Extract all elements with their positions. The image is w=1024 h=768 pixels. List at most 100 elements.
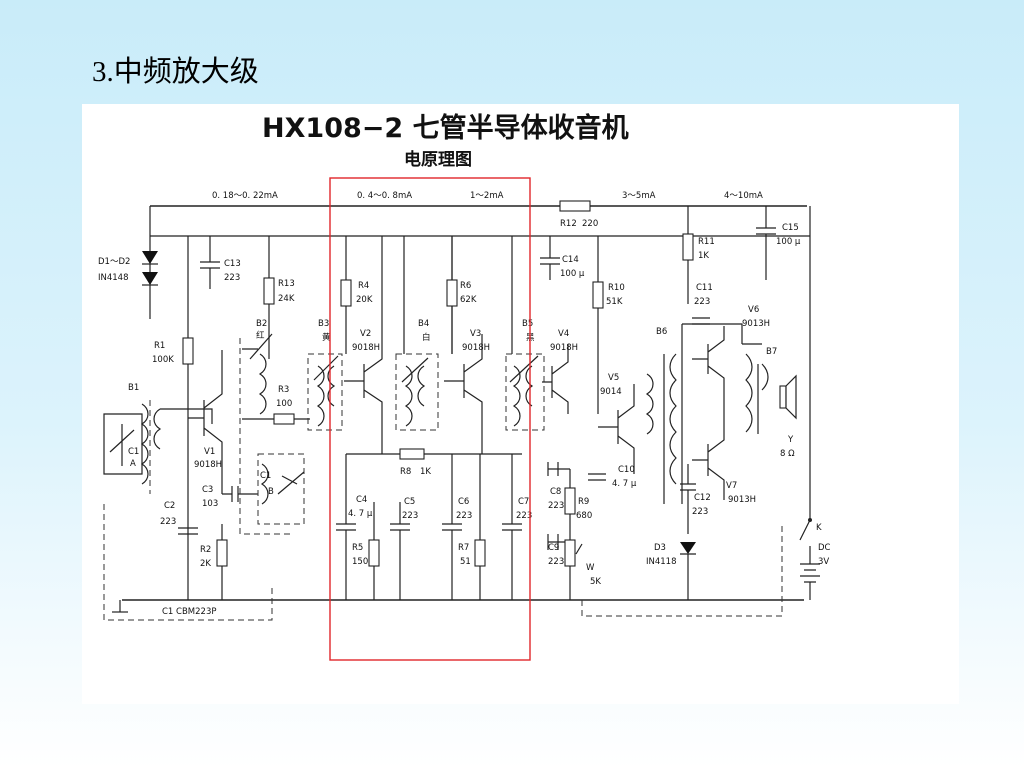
resistor-r4 [340,236,352,354]
resistor-r1 [182,236,194,600]
speaker-value: 8 Ω [780,449,795,459]
v6-label: V6 [748,305,759,315]
c5-value: 223 [402,511,418,521]
oscillator-coil-b2 [239,333,292,535]
c6-value: 223 [456,511,472,521]
bias-lines [403,236,513,354]
d3-value: IN4118 [646,557,677,567]
switch-k [799,206,812,564]
transistor-v5 [598,384,635,474]
k-label: K [816,523,822,533]
transistor-v6 [692,326,725,404]
dc-label: DC [818,543,831,553]
circuit-diagram: HX108−2 七管半导体收音机 电原理图 0. 18～0. 22mA 0. 4… [82,104,959,704]
resistor-r9 [564,469,576,534]
r10-label: R10 [608,283,625,293]
r6-value: 62K [460,295,477,305]
potentiometer-w [564,534,583,600]
c13-value: 223 [224,273,240,283]
c15-label: C15 [782,223,799,233]
r10-value: 51K [606,297,623,307]
c13-label: C13 [224,259,241,269]
capacitor-c3 [221,464,258,502]
c5-label: C5 [404,497,415,507]
c8-label: C8 [550,487,561,497]
transistor-v2 [344,236,383,454]
transformer-b7 [745,353,769,434]
resistor-r11 [682,206,694,304]
c4-label: C4 [356,495,367,505]
diagram-title: HX108−2 七管半导体收音机 [262,112,629,144]
v5-label: V5 [608,373,619,383]
c6-label: C6 [458,497,469,507]
c12-label: C12 [694,493,711,503]
v7-label: V7 [726,481,737,491]
r8-value: 1K [420,467,431,477]
r4-label: R4 [358,281,369,291]
transistor-v3 [444,334,483,454]
b7-label: B7 [766,347,777,357]
c1b-value: B [268,487,274,497]
b3-label: B3 [318,319,329,329]
r9-value: 680 [576,511,592,521]
current-label-2: 0. 4～0. 8mA [357,191,412,201]
v4-value: 9018H [550,343,578,353]
v3-value: 9018H [462,343,490,353]
w-value: 5K [590,577,601,587]
r8-label: R8 [400,467,411,477]
r12-label: R12 [560,219,577,229]
c2-value: 223 [160,517,176,527]
r2-value: 2K [200,559,211,569]
transistor-v4 [542,344,569,414]
speaker-label: Y [787,435,794,445]
transistor-v1 [188,350,223,464]
current-label-1: 0. 18～0. 22mA [212,191,278,201]
current-label-4: 3～5mA [622,191,656,201]
speaker-icon [779,374,797,420]
c14-label: C14 [562,255,579,265]
slide-title: 3.中频放大级 [92,56,259,88]
c9-label: C9 [548,543,559,553]
v1-label: V1 [204,447,215,457]
r11-label: R11 [698,237,715,247]
r9-label: R9 [578,497,589,507]
r7-value: 51 [460,557,471,567]
r3-value: 100 [276,399,292,409]
capacitor-c8 [547,462,570,476]
supply-rails [112,200,810,613]
d3-label: D3 [654,543,666,553]
c8-value: 223 [548,501,564,511]
battery-icon [800,563,820,600]
c7-value: 223 [516,511,532,521]
c10-value: 4. 7 μ [612,479,637,489]
b4-value: 白 [422,332,431,343]
diode-d3 [680,542,696,600]
c1b-label: C1 [260,471,271,481]
c4-value: 4. 7 μ [348,509,373,519]
volume-switch-link [581,524,783,617]
if-transformer-b4 [395,353,439,431]
r6-label: R6 [460,281,471,291]
if-transformer-b3 [307,353,343,431]
r4-value: 20K [356,295,373,305]
b6-label: B6 [656,327,667,337]
r13-label: R13 [278,279,295,289]
c1-cbm-label: C1 CBM223P [162,607,217,617]
r5-value: 150 [352,557,368,567]
b5-label: B5 [522,319,533,329]
v7-value: 9013H [728,495,756,505]
r7-label: R7 [458,543,469,553]
c11-value: 223 [694,297,710,307]
c3-label: C3 [202,485,213,495]
b2-value: 红 [256,330,265,341]
v6-value: 9013H [742,319,770,329]
c7-label: C7 [518,497,529,507]
c1a-value: A [130,459,136,469]
b2-label: B2 [256,319,267,329]
transformer-b6 [645,323,762,504]
v4-label: V4 [558,329,569,339]
c9-value: 223 [548,557,564,567]
r12-value: 220 [582,219,598,229]
resistor-r5 [368,502,380,600]
r1-label: R1 [154,341,165,351]
